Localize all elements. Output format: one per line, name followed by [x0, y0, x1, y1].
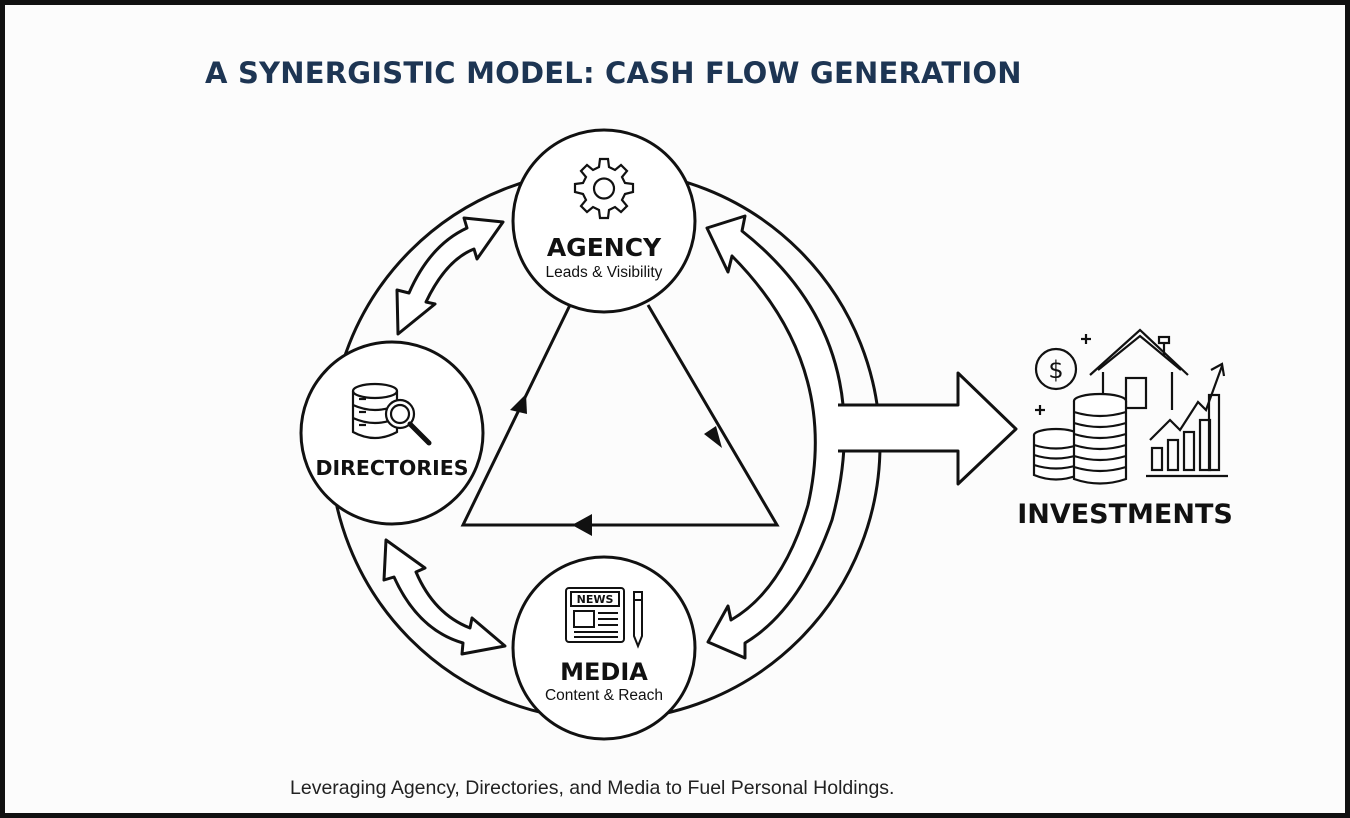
output-arrow-to-investments [838, 371, 1018, 486]
agency-subtitle: Leads & Visibility [546, 264, 663, 281]
media-subtitle: Content & Reach [545, 687, 663, 704]
flow-triangle [460, 304, 780, 527]
double-arrow-agency-directories [395, 216, 505, 336]
triangle-direction-arrows [510, 394, 722, 536]
svg-text:$: $ [1048, 356, 1063, 384]
newspaper-icon-label: NEWS [577, 593, 614, 606]
sparkle-plus-icon [1035, 334, 1091, 415]
caption: Leveraging Agency, Directories, and Medi… [290, 777, 895, 799]
double-arrow-directories-media [382, 538, 507, 656]
database-search-icon [351, 382, 432, 446]
house-icon [1089, 328, 1189, 410]
directories-node: DIRECTORIES [299, 340, 485, 526]
media-title: MEDIA [560, 658, 648, 686]
growth-chart-icon [1146, 362, 1228, 478]
agency-title: AGENCY [547, 233, 662, 262]
page-title: A SYNERGISTIC MODEL: CASH FLOW GENERATIO… [205, 56, 1022, 90]
gear-icon [573, 157, 635, 220]
dollar-coin-icon: $ [1034, 347, 1078, 391]
media-node: NEWS MEDIA Content & Reach [511, 555, 697, 741]
investments-title: INVESTMENTS [1017, 499, 1233, 530]
investments-group: $ [1032, 328, 1228, 485]
curved-return-arrow [705, 214, 846, 660]
coin-stack-icon [1032, 392, 1128, 485]
agency-node: AGENCY Leads & Visibility [511, 128, 697, 314]
directories-title: DIRECTORIES [315, 456, 468, 480]
newspaper-icon: NEWS [565, 587, 643, 649]
